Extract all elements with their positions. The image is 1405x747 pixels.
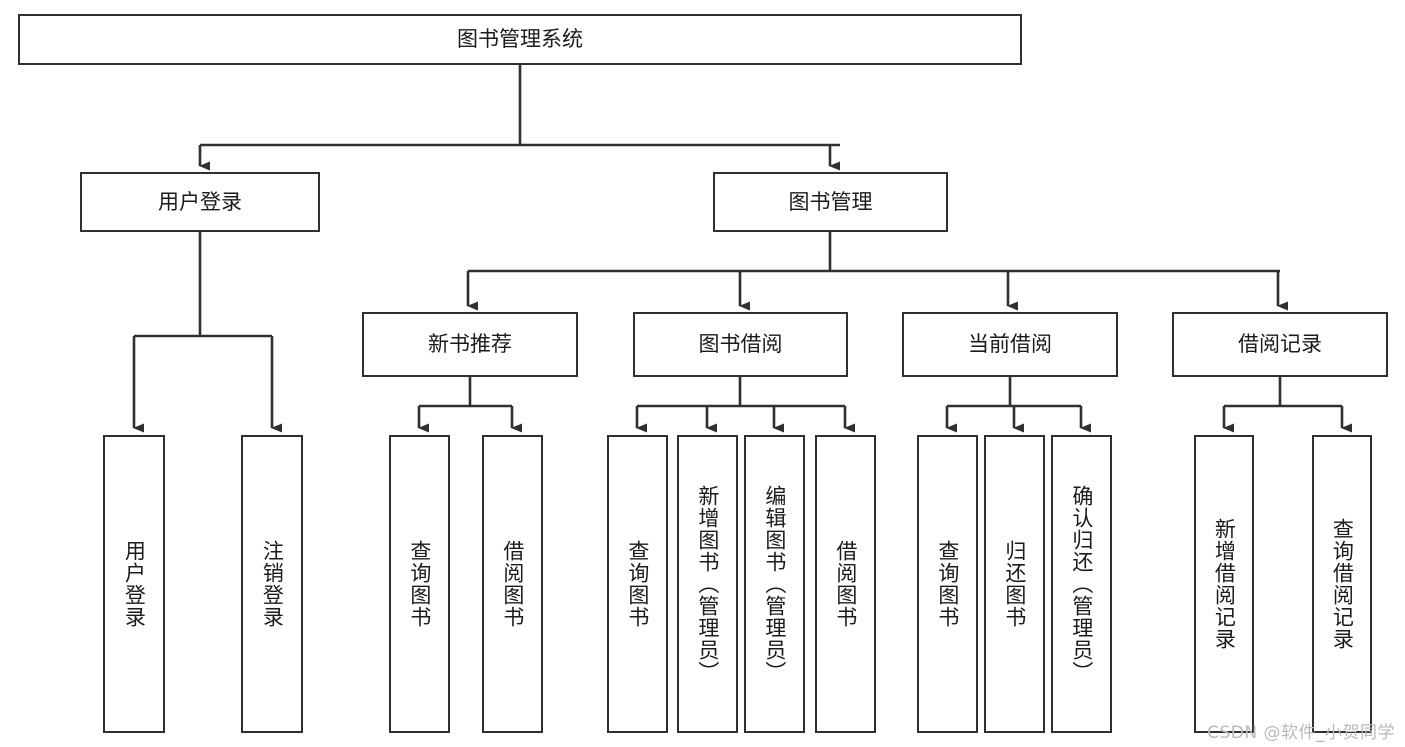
csdn-watermark: CSDN @软件_小贺同学	[1207, 723, 1395, 743]
node-leaf-query-book-borrow[interactable]: 查询图书	[607, 435, 668, 733]
node-label: 借阅图书	[833, 540, 858, 628]
node-borrow-record[interactable]: 借阅记录	[1172, 312, 1388, 377]
node-label: 图书管理系统	[457, 27, 583, 52]
node-leaf-user-login[interactable]: 用户登录	[103, 435, 165, 733]
node-leaf-return-book[interactable]: 归还图书	[984, 435, 1045, 733]
node-label: 新书推荐	[428, 332, 512, 357]
node-current-borrow[interactable]: 当前借阅	[902, 312, 1118, 377]
node-leaf-edit-book-admin[interactable]: 编辑图书（管理员）	[744, 435, 805, 733]
node-leaf-logout[interactable]: 注销登录	[241, 435, 303, 733]
node-label: 编辑图书（管理员）	[762, 485, 787, 683]
node-label: 归还图书	[1002, 540, 1027, 628]
node-label: 查询图书	[625, 540, 650, 628]
node-label: 借阅图书	[500, 540, 525, 628]
node-leaf-confirm-return-admin[interactable]: 确认归还（管理员）	[1051, 435, 1112, 733]
node-label: 用户登录	[122, 540, 147, 628]
node-label: 查询借阅记录	[1330, 518, 1355, 650]
node-leaf-add-borrow-record[interactable]: 新增借阅记录	[1194, 435, 1254, 733]
node-leaf-query-book-recommend[interactable]: 查询图书	[389, 435, 450, 733]
node-label: 新增借阅记录	[1212, 518, 1237, 650]
node-leaf-query-book-current[interactable]: 查询图书	[917, 435, 978, 733]
node-label: 注销登录	[260, 540, 285, 628]
node-book-borrow[interactable]: 图书借阅	[633, 312, 848, 377]
node-label: 图书管理	[788, 189, 873, 214]
node-root-system[interactable]: 图书管理系统	[18, 14, 1022, 65]
node-leaf-borrow-book-recommend[interactable]: 借阅图书	[482, 435, 543, 733]
node-label: 查询图书	[407, 540, 432, 628]
node-user-login[interactable]: 用户登录	[80, 172, 320, 232]
node-label: 图书借阅	[698, 332, 783, 357]
node-label: 借阅记录	[1238, 332, 1322, 357]
node-leaf-borrow-book[interactable]: 借阅图书	[815, 435, 876, 733]
node-label: 当前借阅	[968, 332, 1052, 357]
node-label: 确认归还（管理员）	[1069, 485, 1094, 683]
node-label: 查询图书	[935, 540, 960, 628]
node-leaf-add-book-admin[interactable]: 新增图书（管理员）	[677, 435, 738, 733]
node-book-management[interactable]: 图书管理	[713, 172, 948, 232]
node-label: 新增图书（管理员）	[695, 485, 720, 683]
node-label: 用户登录	[158, 189, 242, 214]
node-new-book-recommend[interactable]: 新书推荐	[362, 312, 578, 377]
node-leaf-query-borrow-record[interactable]: 查询借阅记录	[1312, 435, 1372, 733]
